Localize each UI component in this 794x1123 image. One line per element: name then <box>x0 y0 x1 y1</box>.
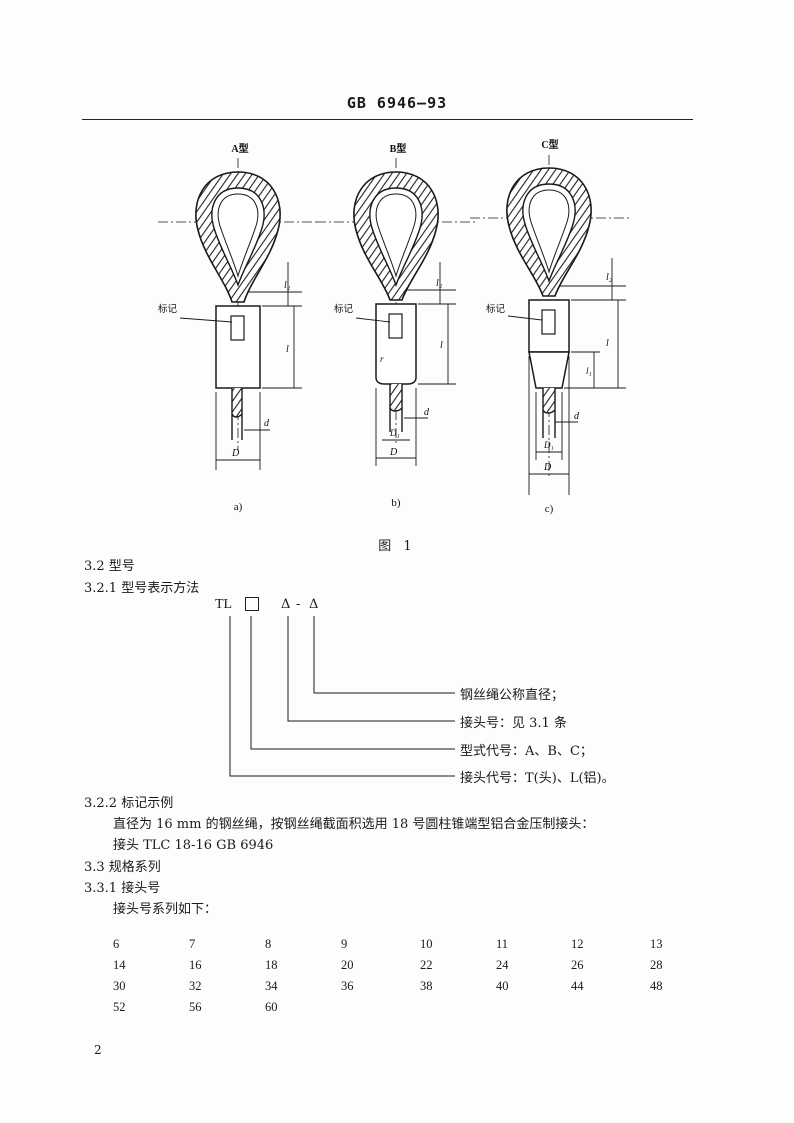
designation-dash: - <box>296 597 301 612</box>
joint-number-cell: 40 <box>496 979 509 993</box>
dim-r-b: r <box>380 354 384 364</box>
joint-number-cell: 18 <box>265 958 278 972</box>
panel-a-sub-label: a) <box>234 501 243 513</box>
joint-number-cell: 20 <box>341 958 354 972</box>
dim-d-b: d <box>424 407 430 418</box>
joint-number-cell: 14 <box>113 958 126 972</box>
designation-leader-lines <box>229 616 455 777</box>
joint-number-cell: 10 <box>420 937 433 951</box>
panel-b: B型 l₂ l d D₁ D r 标记 b) <box>316 142 476 509</box>
page-header-title: GB 6946—93 <box>346 94 448 112</box>
joint-number-cell: 12 <box>571 937 584 951</box>
panel-a-type-label: A型 <box>231 142 248 155</box>
panel-c: C型 l₂ l l₁ d D₁ D 标记 c) <box>470 138 630 515</box>
section-3-2-2-heading: 3.2.2 标记示例 <box>84 796 174 811</box>
figure-1: A型 l₂ l d D 标记 a) B型 <box>158 138 630 515</box>
joint-number-cell: 28 <box>650 958 663 972</box>
joint-number-cell: 48 <box>650 979 663 993</box>
designation-box <box>245 597 259 613</box>
joint-number-cell: 60 <box>265 1000 278 1014</box>
joint-number-cell: 16 <box>189 958 202 972</box>
dim-D-b: D <box>389 447 398 458</box>
dim-l2-b: l₂ <box>436 278 443 289</box>
joint-number-cell: 9 <box>341 937 348 951</box>
joint-number-cell: 8 <box>265 937 272 951</box>
joint-number-cell: 24 <box>496 958 509 972</box>
panel-c-sub-label: c) <box>545 503 554 515</box>
mark-label-a: 标记 <box>158 303 178 315</box>
joint-number-cell: 34 <box>265 979 278 993</box>
section-3-2-2-body-1: 直径为 16 mm 的钢丝绳，按钢丝绳截面积选用 18 号圆柱锥端型铝合金压制接… <box>113 817 595 832</box>
joint-number-cell: 36 <box>341 979 354 993</box>
dim-d-c: d <box>574 411 580 422</box>
designation-legend-2: 接头号：见 3.1 条 <box>460 716 567 731</box>
dim-l-a: l <box>286 344 289 355</box>
designation-sep2: Δ <box>309 597 319 612</box>
designation-legend-4: 接头代号：T(头)、L(铝)。 <box>460 771 615 786</box>
mark-label-b: 标记 <box>334 303 354 315</box>
dim-l2-a: l₂ <box>284 280 291 291</box>
dim-D1-b: D₁ <box>389 428 400 438</box>
figure-caption: 图 1 <box>378 539 416 554</box>
designation-prefix: TL <box>215 597 233 612</box>
joint-number-cell: 26 <box>571 958 584 972</box>
dim-l-c: l <box>606 338 609 349</box>
joint-number-cell: 38 <box>420 979 433 993</box>
mark-label-c: 标记 <box>486 303 506 315</box>
panel-b-sub-label: b) <box>391 497 401 509</box>
dim-D1-c: D₁ <box>543 440 554 450</box>
section-3-2-heading: 3.2 型号 <box>84 559 135 574</box>
joint-number-cell: 52 <box>113 1000 126 1014</box>
section-3-3-1-heading: 3.3.1 接头号 <box>84 881 161 896</box>
header-rule <box>82 119 693 120</box>
section-3-2-1-heading: 3.2.1 型号表示方法 <box>84 581 200 596</box>
panel-b-type-label: B型 <box>390 142 407 155</box>
page-number: 2 <box>94 1043 102 1057</box>
designation-legend-3: 型式代号：A、B、C； <box>460 744 593 759</box>
joint-number-cell: 30 <box>113 979 126 993</box>
designation-legend-1: 钢丝绳公称直径； <box>460 688 565 703</box>
joint-number-cell: 44 <box>571 979 584 993</box>
joint-number-cell: 6 <box>113 937 120 951</box>
panel-c-type-label: C型 <box>541 138 558 151</box>
joint-number-cell: 22 <box>420 958 433 972</box>
joint-number-cell: 7 <box>189 937 196 951</box>
dim-D-c: D <box>543 462 552 473</box>
section-3-3-1-body: 接头号系列如下： <box>113 902 218 917</box>
dim-l1-c: l₁ <box>586 366 592 376</box>
dim-D-a: D <box>231 448 240 459</box>
designation-sep1: Δ <box>281 597 291 612</box>
section-3-3-heading: 3.3 规格系列 <box>84 860 161 875</box>
panel-a: A型 l₂ l d D 标记 a) <box>158 142 318 513</box>
dim-l2-c: l₂ <box>606 272 613 283</box>
dim-d-a: d <box>264 418 270 429</box>
joint-number-cell: 11 <box>496 937 509 951</box>
section-3-2-2-body-2: 接头 TLC 18-16 GB 6946 <box>113 838 274 853</box>
joint-number-cell: 32 <box>189 979 202 993</box>
joint-number-cell: 13 <box>650 937 663 951</box>
dim-l-b: l <box>440 340 443 351</box>
joint-number-cell: 56 <box>189 1000 202 1014</box>
